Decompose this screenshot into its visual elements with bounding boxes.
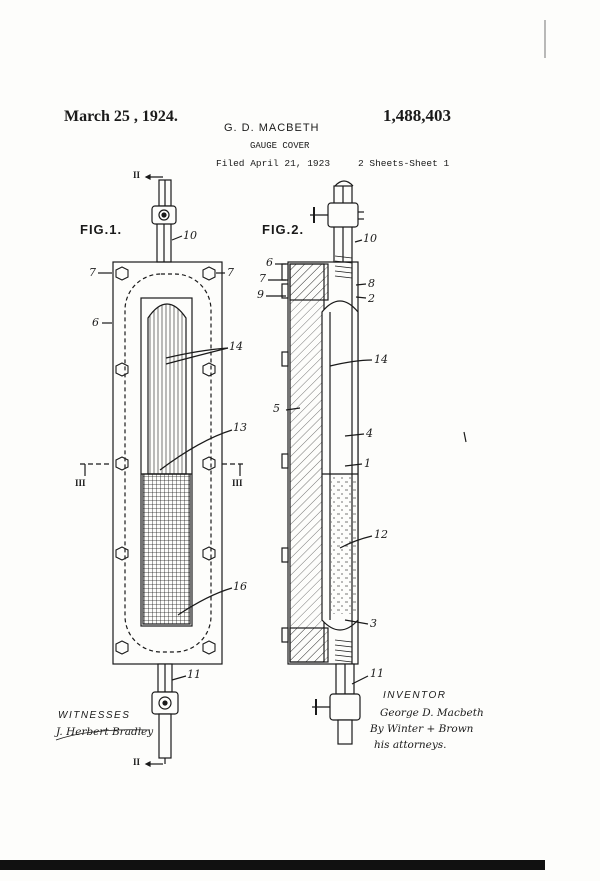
fig2-ref-6: 6 <box>266 256 273 269</box>
fig2-drawing <box>266 180 467 745</box>
fig1-ref-7b: 7 <box>227 266 234 279</box>
fig2-ref-12: 12 <box>374 528 388 541</box>
fig2-ref-14: 14 <box>374 353 388 366</box>
inventor-label: INVENTOR <box>383 690 447 701</box>
witnesses-label: WITNESSES <box>58 710 131 721</box>
fig2-ref-1: 1 <box>364 457 371 470</box>
fig2-ref-4: 4 <box>366 427 373 440</box>
fig2-ref-2: 2 <box>368 292 375 305</box>
attorney-signature: By Winter + Brown <box>370 723 474 735</box>
attorney-note: his attorneys. <box>374 739 447 751</box>
fig1-ref-13: 13 <box>233 421 247 434</box>
fig2-ref-3: 3 <box>370 617 377 630</box>
fig2-ref-9: 9 <box>257 288 264 301</box>
fig1-ref-6: 6 <box>92 316 99 329</box>
inventor-signature: George D. Macbeth <box>380 707 484 719</box>
fig1-section-bottom: II <box>133 757 141 767</box>
fig2-ref-10: 10 <box>363 232 377 245</box>
fig2-label: FIG.2. <box>262 222 305 237</box>
sheet-count: 2 Sheets-Sheet 1 <box>358 158 450 169</box>
fig2-ref-7: 7 <box>259 272 266 285</box>
fig1-ref-10: 10 <box>183 229 197 242</box>
fig1-ref-11: 11 <box>187 668 201 681</box>
inventor-name: G. D. MACBETH <box>224 122 320 134</box>
fig2-ref-8: 8 <box>368 277 375 290</box>
fig1-drawing <box>80 174 245 764</box>
fig2-ref-5: 5 <box>273 402 280 415</box>
witness-signature: J. Herbert Bradley <box>56 726 154 738</box>
scan-bottom-bar <box>0 860 545 870</box>
fig1-section-top: II <box>133 170 141 180</box>
filed-date: Filed April 21, 1923 <box>216 158 331 169</box>
fig1-ref-14: 14 <box>229 340 243 353</box>
fig1-label: FIG.1. <box>80 222 123 237</box>
patent-title: GAUGE COVER <box>250 141 310 151</box>
fig1-ref-16: 16 <box>233 580 247 593</box>
fig2-ref-11: 11 <box>370 667 384 680</box>
patent-date: March 25 , 1924. <box>64 108 178 125</box>
fig1-section-left: III <box>75 478 86 488</box>
fig1-ref-7a: 7 <box>89 266 96 279</box>
fig1-section-right: III <box>232 478 243 488</box>
patent-number: 1,488,403 <box>383 106 451 125</box>
